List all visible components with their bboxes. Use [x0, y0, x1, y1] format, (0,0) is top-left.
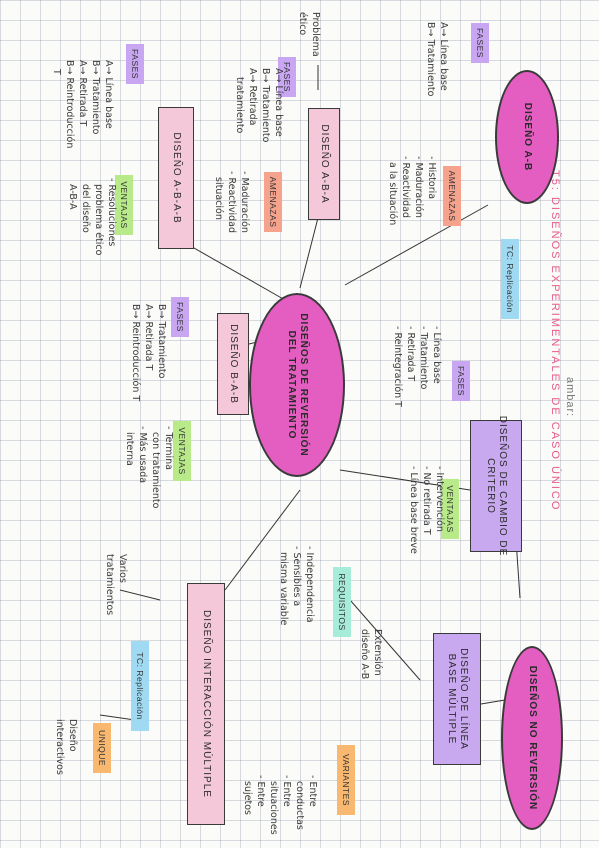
tag-ab-fases: FASES [471, 23, 489, 63]
text-abab-ventajas: - Resoluciones problema ético del diseño… [67, 178, 117, 256]
watermark: ambar: [564, 377, 576, 418]
text-interaccion-varios: Varios tratamientos [104, 554, 128, 616]
text-criterio-fases: - Línea base - Tratamiento - Retirada T … [392, 326, 442, 407]
text-aba-amenazas: - Maduración - Reactividad situación [213, 171, 250, 234]
node-no-reversion[interactable]: DISEÑOS NO REVERSIÓN [501, 646, 563, 830]
text-aba-problem: Problema ético [297, 12, 321, 57]
tag-interaccion-tc: TC: Replicación [131, 641, 149, 731]
text-criterio-ventajas: - Intervención - No retirada T - Línea b… [408, 466, 445, 554]
tag-aba-amenazas: AMENAZAS [264, 172, 282, 232]
node-linea-base-multiple[interactable]: DISEÑO DE LÍNEA BASE MÚLTIPLE [433, 633, 481, 765]
tag-bab-ventajas: VENTAJAS [173, 421, 191, 481]
edge-aba-main [299, 209, 321, 289]
tag-ab-amenazas: AMENAZAS [443, 166, 461, 226]
text-abab-fases: A→ Línea base B→ Tratamiento A→ Retirada… [51, 60, 114, 149]
text-ab-fases: A→ Línea base B→ Tratamiento [425, 22, 449, 97]
node-diseno-ab[interactable]: DISEÑO A-B [495, 70, 559, 204]
tag-abab-fases: FASES [126, 44, 144, 84]
text-bab-ventajas: - Termina con tratamiento - Más usada in… [124, 426, 174, 509]
text-aba-fases: A→ Línea base B→ Tratamiento A→ Retirada… [234, 68, 284, 143]
text-ab-amenazas: - Historia - Maduración - Reactividad a … [387, 156, 437, 226]
tag-ab-tc: TC: Replicación [501, 239, 519, 319]
tag-linea-requisitos: REQUISITOS [333, 567, 351, 637]
edge-int-unique [99, 714, 136, 721]
text-linea-requisitos: - Independencia - Sensibles a misma vari… [278, 546, 315, 626]
node-diseno-bab[interactable]: DISEÑO B-A-B [217, 313, 249, 415]
node-interaccion-multiple[interactable]: DISEÑO INTERACCIÓN MÚLTIPLE [187, 583, 225, 825]
tag-linea-variantes: VARIANTES [337, 745, 355, 815]
text-linea-variantes: - Entre conductas - Entre situaciones - … [242, 775, 318, 835]
page-title: T5: DISEÑOS EXPERIMENTALES DE CASO ÚNICO [549, 170, 561, 512]
text-linea-extension: Extensión diseño A-B [359, 629, 383, 680]
tag-bab-fases: FASES [171, 297, 189, 337]
node-diseno-aba[interactable]: DISEÑO A-B-A [308, 108, 340, 220]
tag-criterio-fases: FASES [452, 361, 470, 401]
tag-interaccion-unique: UNIQUE [93, 723, 111, 773]
node-cambio-criterio[interactable]: DISEÑOS DE CAMBIO DE CRITERIO [470, 416, 522, 556]
text-interaccion-unique: Diseño interactivos [54, 719, 78, 775]
node-diseno-abab[interactable]: DISEÑO A-B-A-B [158, 107, 194, 249]
node-disenos-reversion[interactable]: DISEÑOS DE REVERSIÓN DEL TRATAMIENTO [249, 293, 345, 477]
